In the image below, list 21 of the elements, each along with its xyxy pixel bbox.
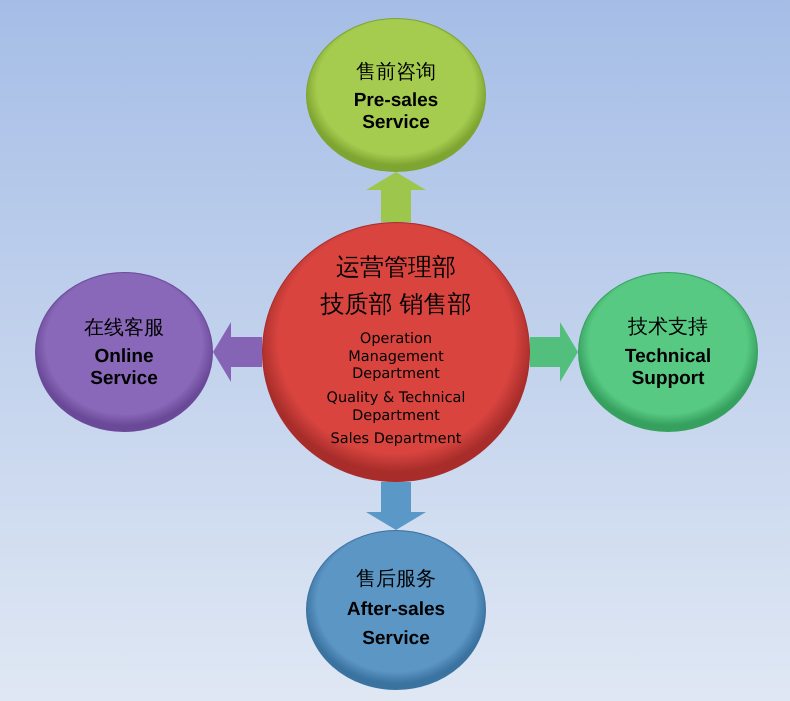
english-label: After-sales Service xyxy=(346,598,446,648)
service-circle xyxy=(578,272,758,432)
service-circle xyxy=(35,272,213,432)
arrow xyxy=(213,322,262,382)
english-label: Quality & Technical Department xyxy=(326,390,466,424)
arrow xyxy=(366,172,426,222)
english-label: Pre-sales Service xyxy=(354,90,438,133)
chinese-title: 在线客服 xyxy=(84,317,164,339)
service-circle xyxy=(306,530,486,690)
chinese-title: 运营管理部 xyxy=(336,254,456,281)
english-label: Online Service xyxy=(90,346,158,389)
chinese-title: 技质部 销售部 xyxy=(320,291,472,318)
english-label: Sales Department xyxy=(330,431,462,447)
department-circle xyxy=(262,222,530,482)
chinese-title: 技术支持 xyxy=(628,316,708,338)
chinese-title: 售前咨询 xyxy=(356,61,436,83)
chinese-title: 售后服务 xyxy=(356,568,436,590)
english-label: Operation Management Department xyxy=(348,331,444,382)
service-circle xyxy=(306,18,486,172)
arrow xyxy=(530,322,578,382)
english-label: Technical Support xyxy=(624,346,712,389)
